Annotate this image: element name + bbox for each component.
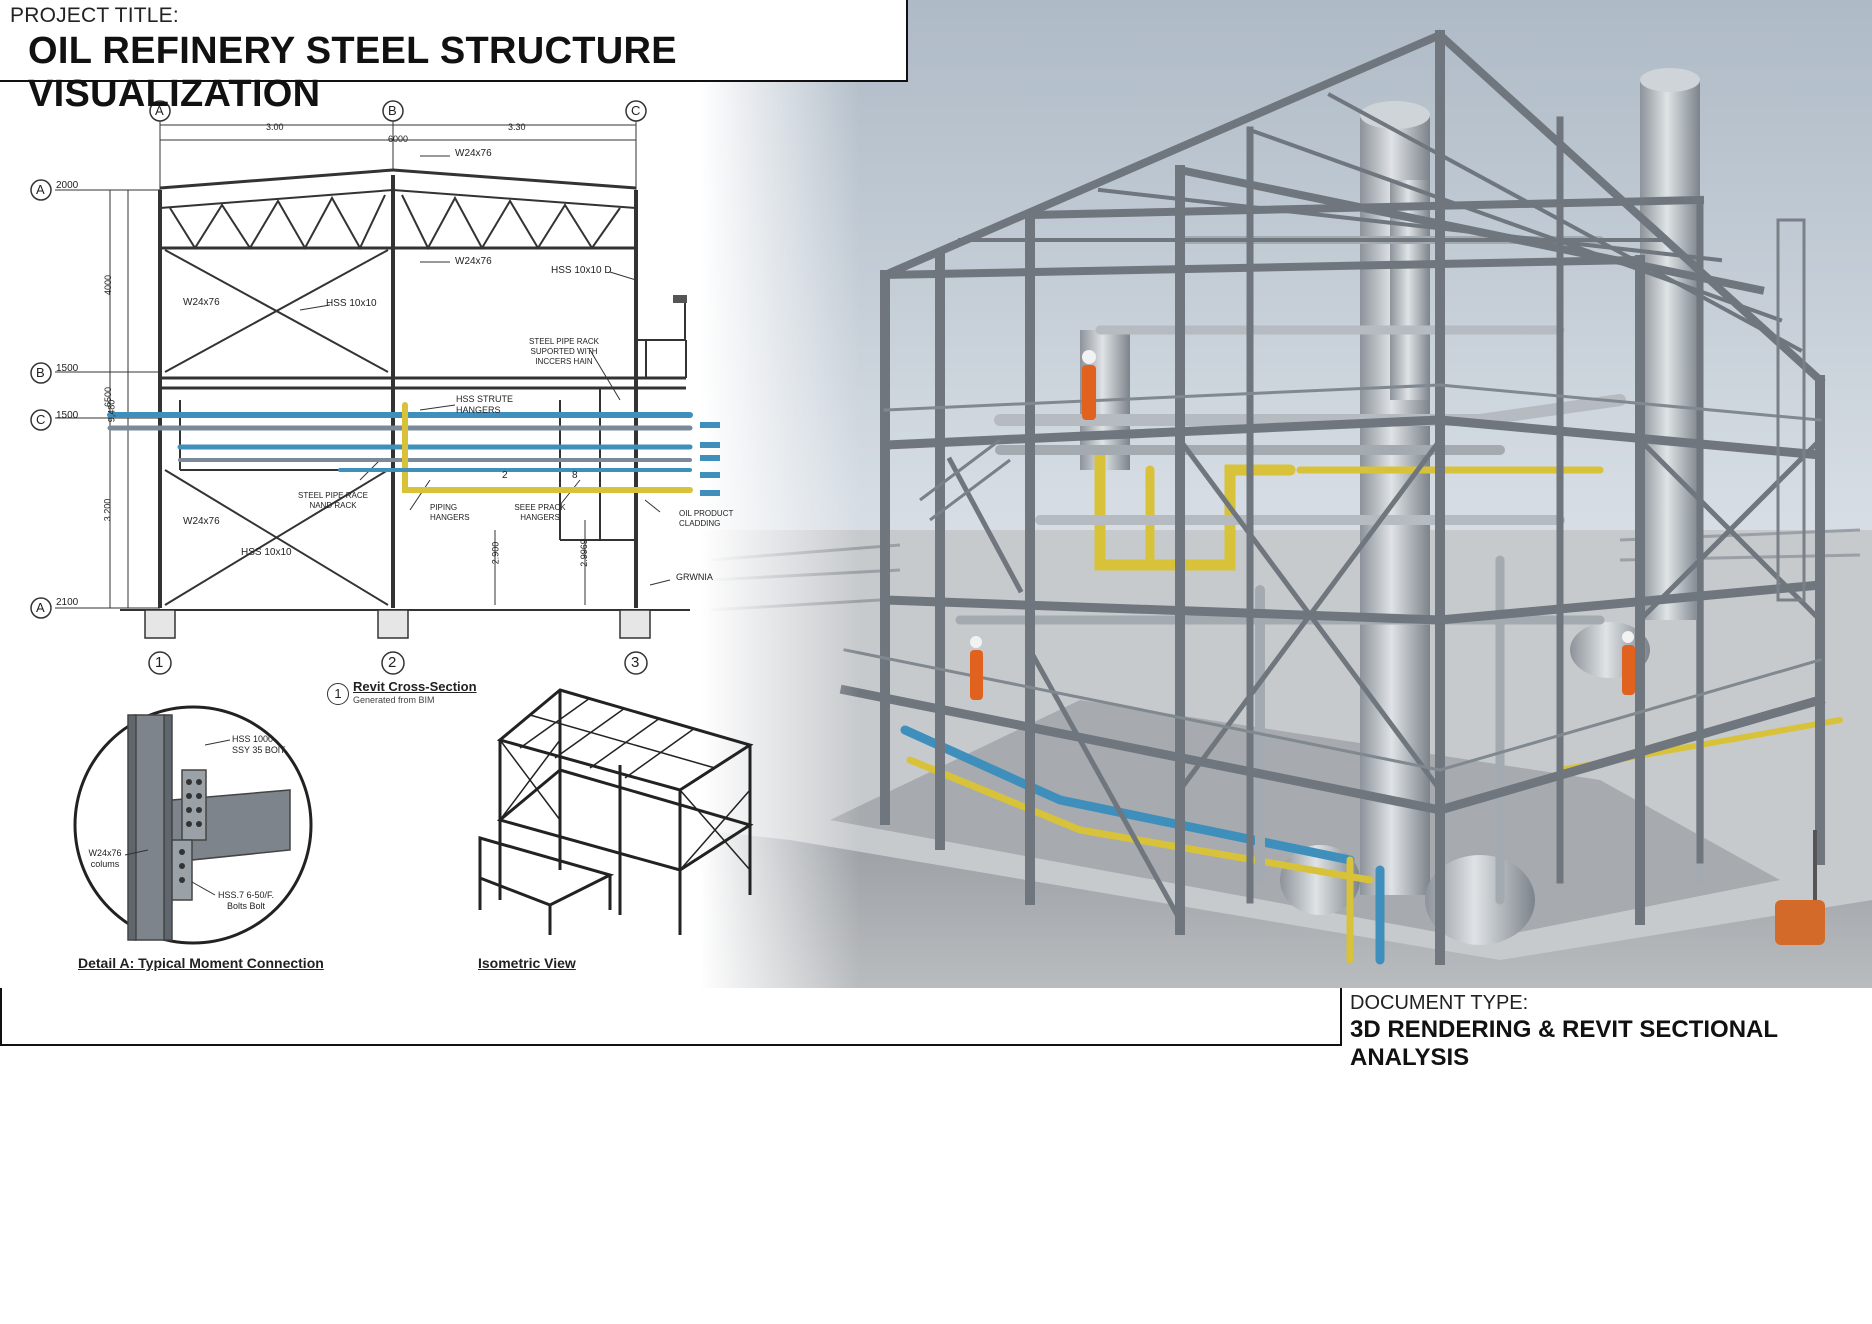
- grid-bubbles-left: [30, 179, 52, 619]
- detail-caption: Detail A: Typical Moment Connection: [78, 955, 324, 971]
- grid-label-left: C: [36, 412, 46, 427]
- section-caption-bubble: 1: [327, 683, 349, 705]
- revit-cross-section-drawing: [30, 100, 754, 945]
- callout-label: STEEL PIPE RACK SUPORTED WITH INCCERS HA…: [529, 337, 599, 366]
- member-label: W24x76: [183, 516, 220, 527]
- sheet-border: [0, 1044, 1870, 1046]
- dimension-text: 3.00: [266, 122, 284, 132]
- grid-label-bottom: 3: [631, 654, 640, 671]
- pipe-mark: 2: [502, 470, 508, 481]
- dimension-text: 3.30: [508, 122, 526, 132]
- document-type-title: 3D RENDERING & REVIT SECTIONAL ANALYSIS: [1350, 1016, 1778, 1071]
- callout-label: STEEL PIPE RACE NAND RACK: [298, 491, 368, 510]
- grid-label-bottom: 2: [388, 654, 397, 671]
- detail-label: HSS 1000 SSY 35 BOlT: [232, 734, 286, 755]
- grid-label-left: A: [36, 182, 45, 197]
- grid-label-left: A: [36, 600, 45, 615]
- drawing-sheet: A B C 1 2 3 A B C A 2000 1500 1500 2100 …: [0, 0, 1872, 1071]
- callout-label: PIPING HANGERS: [430, 503, 470, 522]
- bottom-strip: [0, 988, 1342, 1046]
- callout-label: HSS STRUTE HANGERS: [456, 394, 514, 415]
- dimension-text: 6000: [388, 134, 409, 144]
- section-caption-number: 1: [334, 686, 342, 701]
- member-label: HSS 10x10: [241, 547, 292, 558]
- pipe-mark: 8: [572, 470, 578, 481]
- callout-label: OIL PRODUCT CLADDING: [679, 509, 734, 528]
- moment-connection-detail: [73, 705, 313, 945]
- project-title: OIL REFINERY STEEL STRUCTURE VISUALIZATI…: [28, 30, 677, 115]
- detail-label: HSS.7 6-50/F. Bolts Bolt: [217, 890, 275, 911]
- member-label: W24x76: [183, 297, 220, 308]
- member-label: W24x76: [455, 148, 492, 159]
- detail-label: W24x76 colums: [88, 848, 122, 869]
- document-type-block: DOCUMENT TYPE: 3D RENDERING & REVIT SECT…: [1340, 988, 1872, 1071]
- title-block: PROJECT TITLE: OIL REFINERY STEEL STRUCT…: [0, 0, 908, 115]
- document-type-caption: DOCUMENT TYPE:: [1350, 992, 1529, 1014]
- isometric-frame-view: [478, 688, 754, 935]
- grid-label-top: B: [388, 103, 397, 118]
- grid-label-top: A: [155, 103, 164, 118]
- section-caption-title: Revit Cross-Section: [353, 679, 477, 694]
- isometric-caption: Isometric View: [478, 955, 576, 971]
- callout-label: SEEE PRACK HANGERS: [514, 503, 566, 522]
- title-caption: PROJECT TITLE:: [10, 4, 179, 27]
- callout-label: GRWNIA: [676, 572, 713, 582]
- grid-label-bottom: 1: [155, 654, 164, 671]
- level-label: 1500: [56, 410, 79, 421]
- grid-bubbles-bottom: [148, 651, 648, 675]
- refinery-3d-rendering: [700, 0, 1872, 988]
- level-label: 2100: [56, 597, 79, 608]
- level-label: 2000: [56, 180, 79, 191]
- grid-bubbles-top: [149, 100, 647, 122]
- member-label: W24x76: [455, 256, 492, 267]
- section-caption-subtitle: Generated from BIM: [353, 695, 435, 705]
- grid-label-left: B: [36, 365, 45, 380]
- member-label: HSS 10x10: [326, 298, 377, 309]
- section-annotations: A B C 1 2 3 A B C A 2000 1500 1500 2100 …: [0, 0, 800, 988]
- member-label: HSS 10x10 D: [551, 265, 612, 276]
- grid-label-top: C: [631, 103, 641, 118]
- level-label: 1500: [56, 363, 79, 374]
